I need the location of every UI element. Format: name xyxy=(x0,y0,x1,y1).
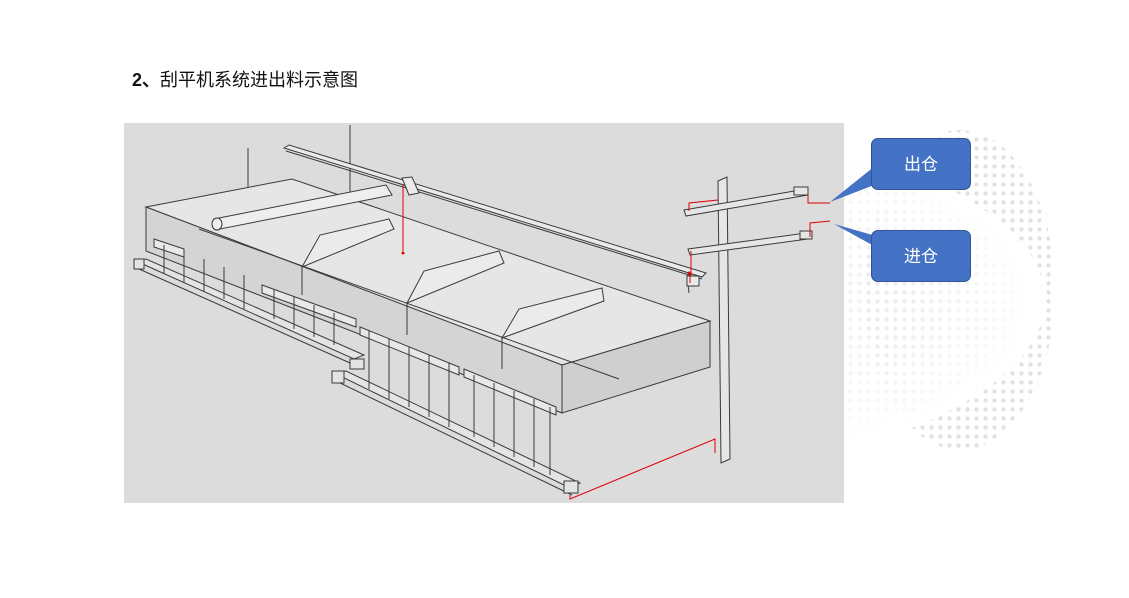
feed-line-outlet-right xyxy=(807,195,830,204)
diagram-drawing xyxy=(133,125,831,500)
partition-3 xyxy=(500,287,605,339)
top-rail xyxy=(282,144,707,278)
leveler-system-diagram xyxy=(124,123,844,503)
title-number: 2、 xyxy=(132,70,161,90)
callout-outlet: 出仓 xyxy=(871,138,971,190)
feed-line-outlet xyxy=(688,199,719,211)
callout-inlet: 进仓 xyxy=(871,230,971,282)
conveyor-upper-end xyxy=(349,358,365,370)
callout-in-pointer xyxy=(834,224,876,246)
page-title: 2、刮平机系统进出料示意图 xyxy=(132,66,358,92)
rail-end-block xyxy=(686,275,700,287)
top-rail-carriage xyxy=(401,176,420,196)
title-text: 刮平机系统进出料示意图 xyxy=(160,70,359,91)
feed-line-inlet-right xyxy=(809,220,831,237)
callout-outlet-label: 出仓 xyxy=(904,155,938,175)
partition-2 xyxy=(405,250,505,304)
callout-inlet-label: 进仓 xyxy=(904,247,938,267)
silo-box-right xyxy=(561,320,711,414)
feed-line-bottom xyxy=(569,438,716,500)
vertical-feed-pipe xyxy=(717,176,731,464)
callout-out-pointer xyxy=(830,166,882,202)
inlet-pipe xyxy=(687,232,809,256)
conveyor-lower-end xyxy=(563,480,579,494)
callout-pointers xyxy=(830,166,882,246)
outlet-pipe xyxy=(683,188,809,217)
partition-1 xyxy=(300,218,395,269)
